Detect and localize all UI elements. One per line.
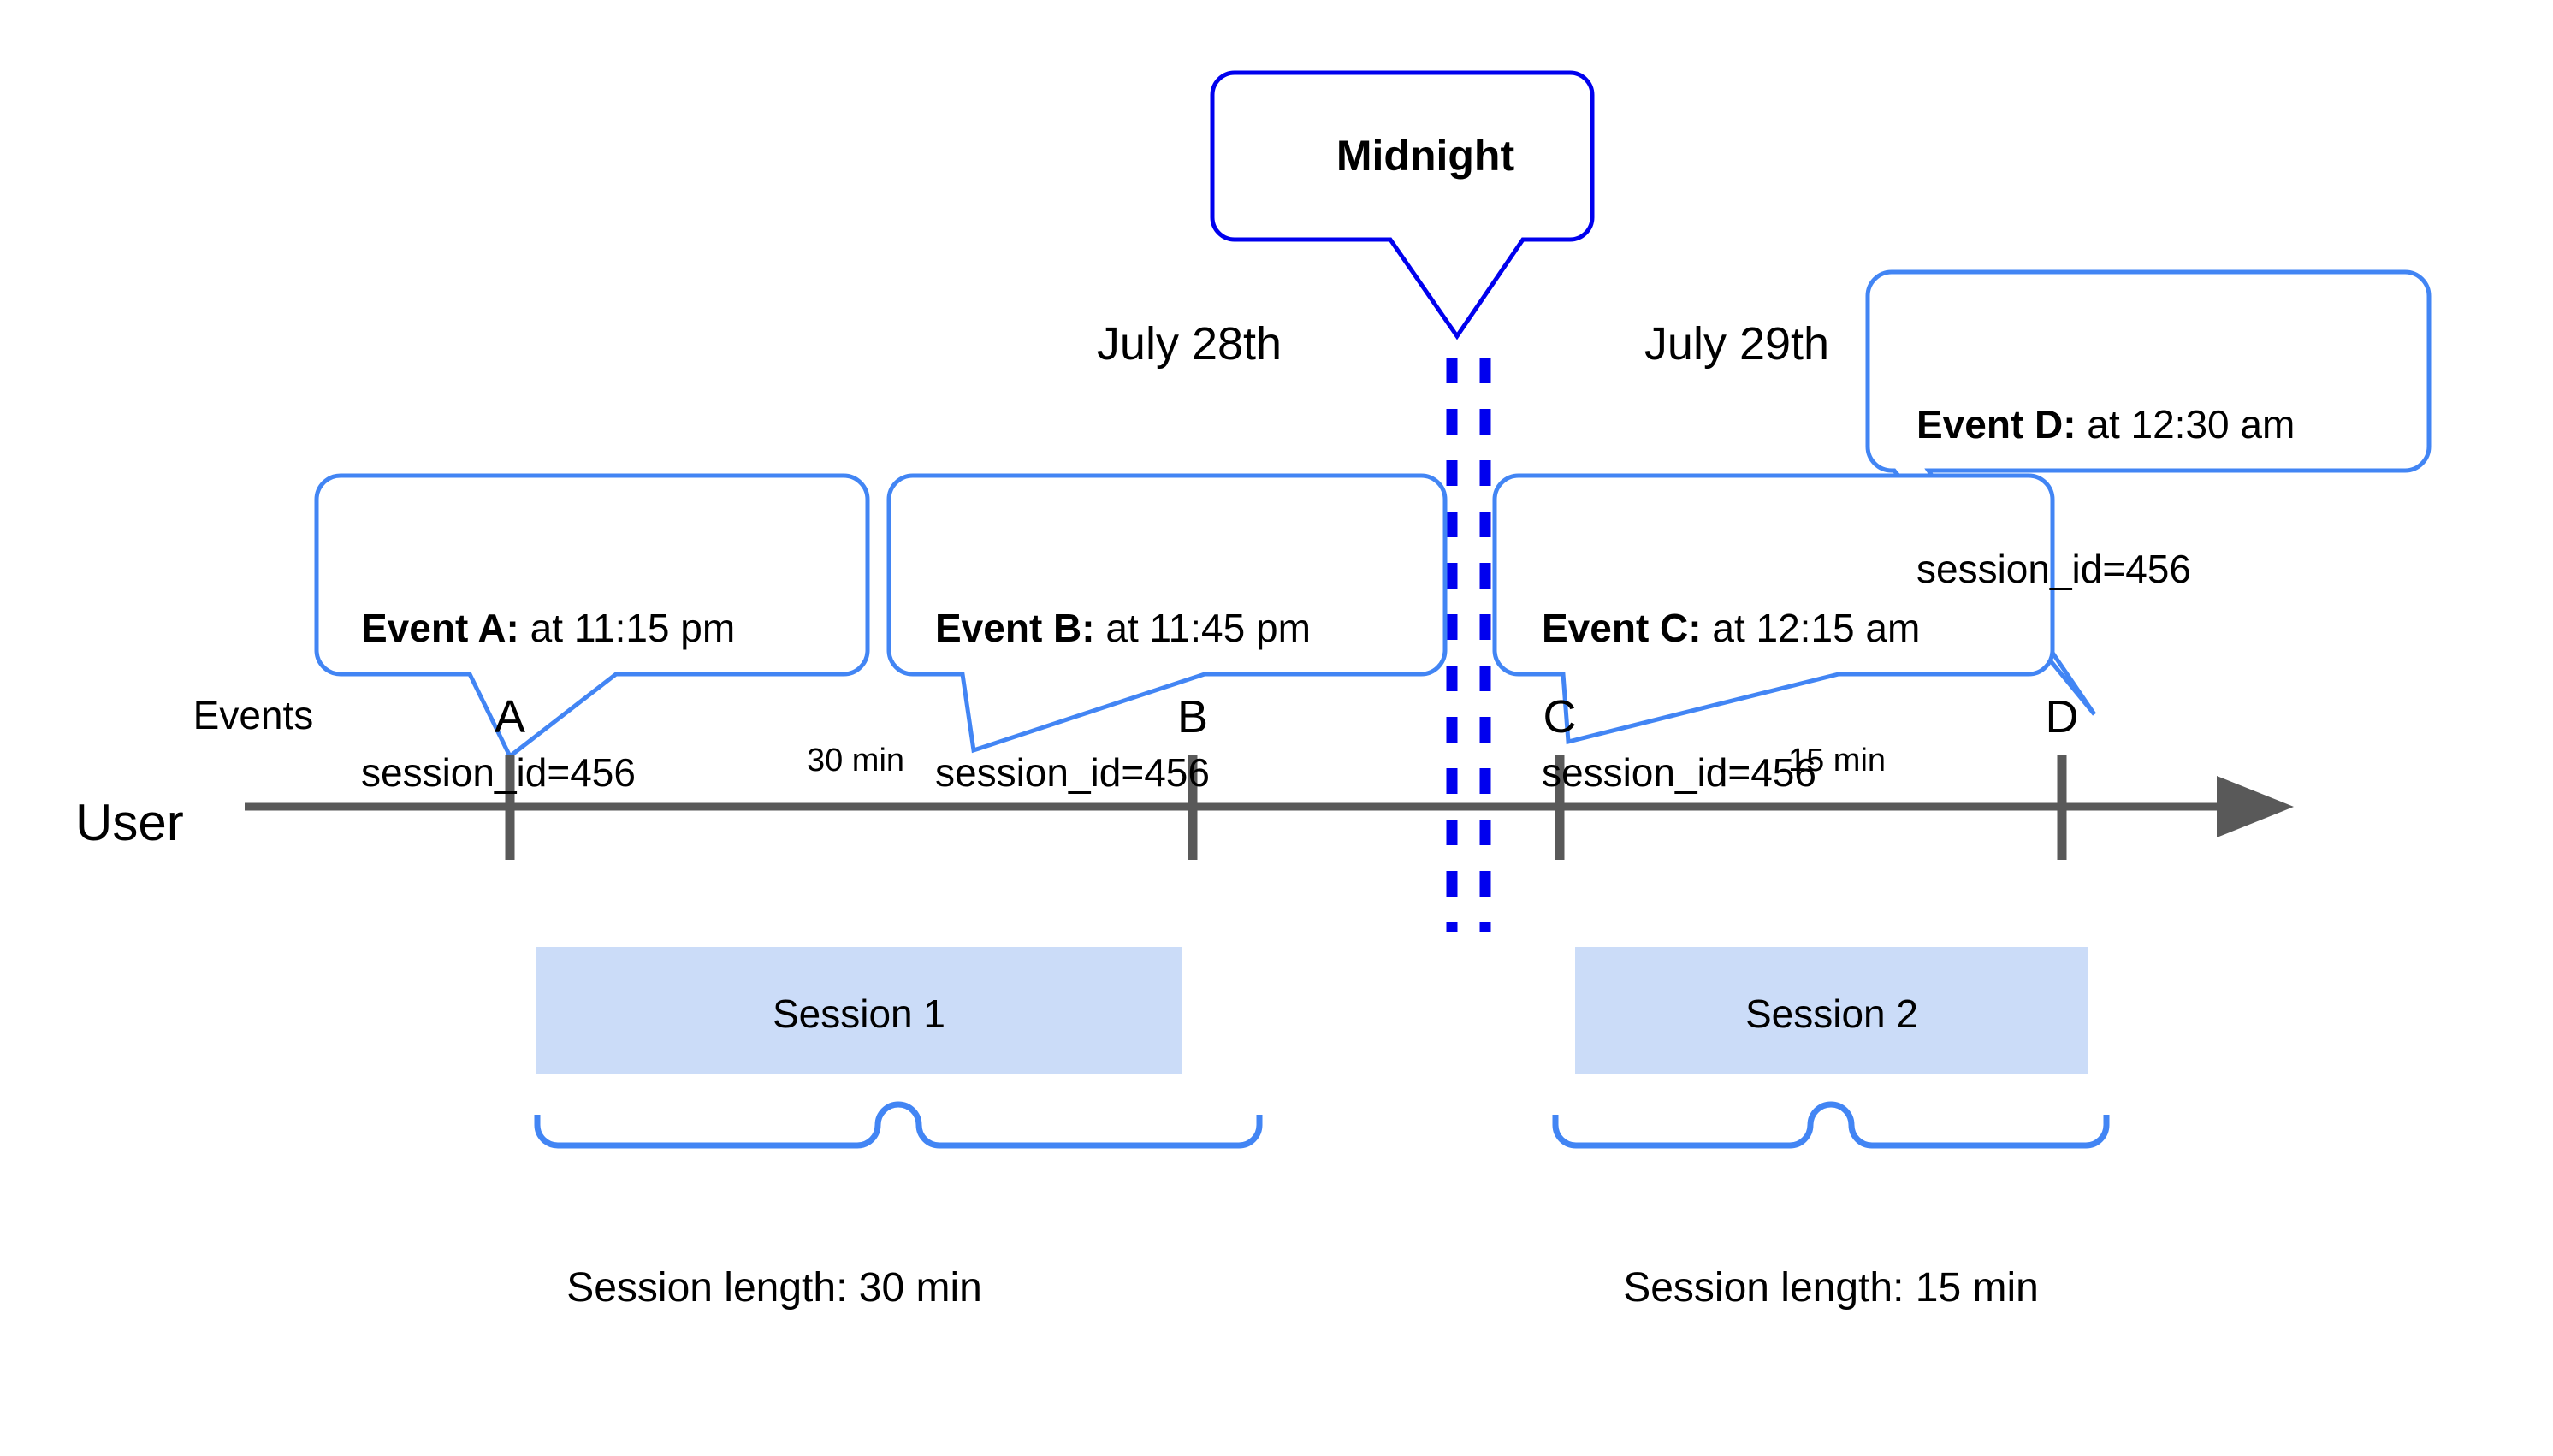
session-2-bar-label: Session 2	[1744, 991, 1918, 1036]
event-a-session-id: session_id=456	[361, 749, 636, 795]
event-c-name: Event C:	[1542, 606, 1702, 651]
session-1-bar-label: Session 1	[772, 991, 945, 1036]
date-label-july-28: July 28th	[1096, 318, 1282, 370]
marker-label-d: D	[2045, 691, 2079, 743]
event-b-bubble-path	[886, 473, 1448, 754]
event-d-time: at 12:30 am	[2076, 402, 2295, 447]
session-2-bar[interactable]	[1575, 947, 2088, 1074]
event-b-callout[interactable]: Event B: at 11:45 pm session_id=456	[935, 508, 1311, 892]
session-2-brace-path	[1552, 1101, 2110, 1149]
event-b-time: at 11:45 pm	[1094, 606, 1311, 651]
midnight-callout-shape[interactable]	[1210, 70, 1595, 340]
event-b-callout-shape[interactable]	[886, 473, 1448, 754]
event-d-callout[interactable]: Event D: at 12:30 am session_id=456	[1916, 305, 2295, 689]
event-c-session-id: session_id=456	[1542, 749, 1816, 795]
date-label-july-29: July 29th	[1644, 318, 1830, 370]
marker-label-c: C	[1543, 691, 1577, 743]
row-label-user: User	[75, 794, 184, 851]
session-2-length-label: Session length: 15 min	[1623, 1265, 2039, 1311]
event-c-line-1: Event C: at 12:15 am	[1542, 604, 1920, 652]
event-b-line-1: Event B: at 11:45 pm	[935, 604, 1311, 652]
event-a-time: at 11:15 pm	[518, 606, 736, 651]
midnight-label: Midnight	[1336, 132, 1515, 180]
event-d-line-1: Event D: at 12:30 am	[1916, 400, 2295, 448]
marker-label-b: B	[1176, 691, 1209, 743]
session-1-brace-path	[534, 1101, 1263, 1149]
session-2-brace	[1552, 1101, 2110, 1149]
midnight-bubble-path	[1210, 70, 1595, 340]
event-d-session-id: session_id=456	[1916, 546, 2191, 591]
event-a-callout[interactable]: Event A: at 11:15 pm session_id=456	[361, 508, 735, 892]
event-b-session-id: session_id=456	[935, 749, 1210, 795]
event-a-name: Event A:	[361, 606, 519, 651]
session-1-brace	[534, 1101, 1263, 1149]
session-1-bar[interactable]	[536, 947, 1182, 1074]
event-b-name: Event B:	[935, 606, 1095, 651]
event-c-callout-shape[interactable]	[1492, 473, 2055, 745]
gap-label-15-min: 15 min	[1787, 743, 1887, 778]
event-a-bubble-path	[314, 473, 870, 760]
event-a-callout-shape[interactable]	[314, 473, 870, 760]
row-label-events: Events	[193, 693, 314, 737]
event-a-line-1: Event A: at 11:15 pm	[361, 604, 735, 652]
gap-label-30-min: 30 min	[806, 743, 905, 778]
event-c-bubble-path	[1492, 473, 2055, 745]
event-c-callout[interactable]: Event C: at 12:15 am session_id=456	[1542, 508, 1920, 892]
marker-label-a: A	[494, 691, 526, 743]
session-1-length-label: Session length: 30 min	[566, 1265, 982, 1311]
midnight-boundary-lines	[1446, 358, 1491, 932]
timeline-axis	[245, 755, 2294, 860]
event-d-name: Event D:	[1916, 402, 2076, 447]
event-c-time: at 12:15 am	[1701, 606, 1921, 651]
